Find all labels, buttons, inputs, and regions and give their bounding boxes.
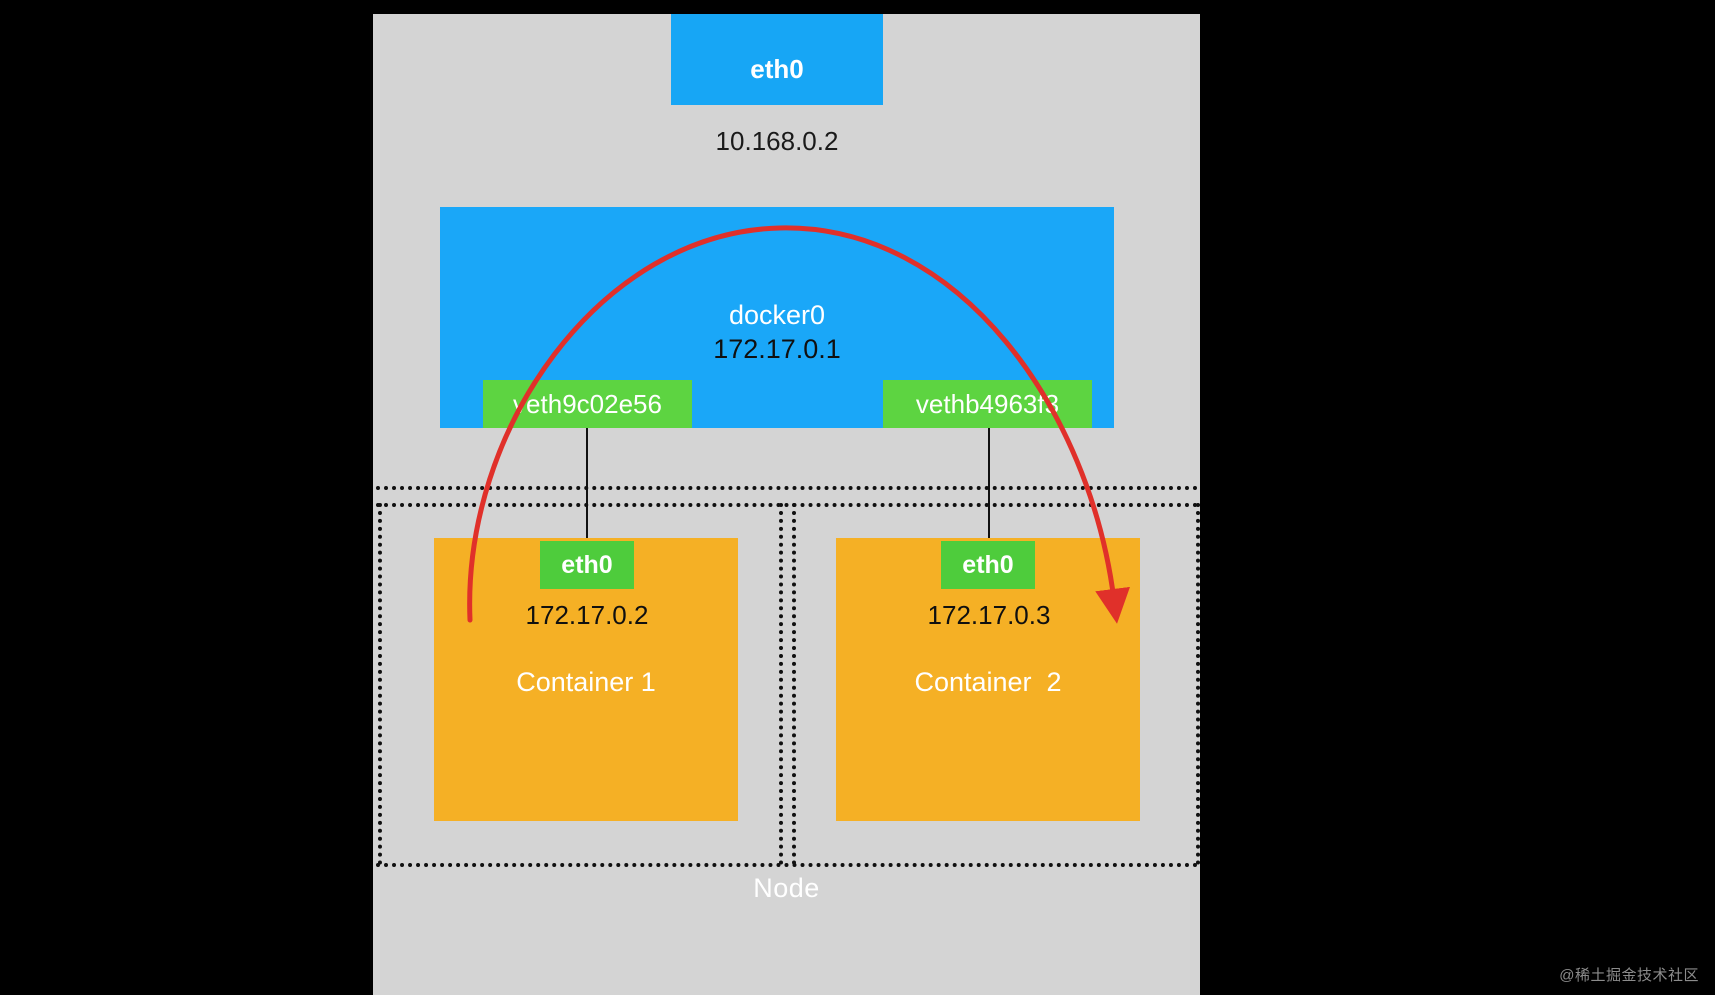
veth-wire-left xyxy=(586,428,588,542)
container-1-eth0-label: eth0 xyxy=(540,541,634,589)
veth-wire-right xyxy=(988,428,990,542)
watermark: @稀土掘金技术社区 xyxy=(1559,967,1699,984)
namespace-separator-top xyxy=(376,486,1198,490)
container-2-eth0-label: eth0 xyxy=(941,541,1035,589)
container-1-ip: 172.17.0.2 xyxy=(525,600,649,630)
veth-port-right: vethb4963f3 xyxy=(883,380,1092,428)
namespace-wall-right-outer xyxy=(1196,503,1200,865)
container-1-name: Container 1 xyxy=(516,667,656,697)
docker0-ip: 172.17.0.1 xyxy=(713,334,841,364)
namespace-separator-bottom xyxy=(376,863,1198,867)
docker0-name: docker0 xyxy=(728,300,826,330)
container-2-ip: 172.17.0.3 xyxy=(927,600,1051,630)
veth-port-left: veth9c02e56 xyxy=(483,380,692,428)
host-eth0-label: eth0 xyxy=(750,54,804,84)
container-2-name: Container 2 xyxy=(914,667,1062,697)
node-label: Node xyxy=(753,873,820,903)
namespace-wall-right-inner xyxy=(792,503,796,865)
namespace-wall-left-inner xyxy=(779,503,783,865)
host-eth0-ip: 10.168.0.2 xyxy=(715,126,839,156)
namespace-wall-left-outer xyxy=(378,503,382,865)
namespace-separator-second xyxy=(376,503,1198,507)
host-eth0-box: eth0 xyxy=(671,14,883,105)
